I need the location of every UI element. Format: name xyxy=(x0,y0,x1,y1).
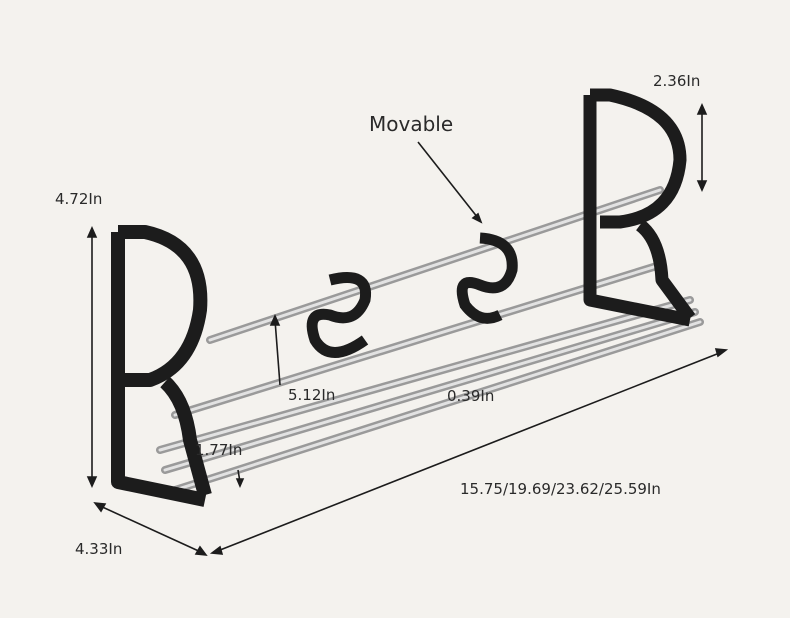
rods xyxy=(156,186,704,494)
movable-label: Movable xyxy=(369,112,454,136)
right-bracket xyxy=(583,88,696,327)
length-options-label: 15.75/19.69/23.62/25.59In xyxy=(460,480,661,498)
side-height-label: 4.72In xyxy=(55,190,103,208)
depth-label: 4.33In xyxy=(75,540,123,558)
s-hooks xyxy=(306,232,518,358)
rail-height-label: 1.77In xyxy=(195,441,243,459)
rod-diameter-label: 0.39In xyxy=(447,387,495,405)
dimension-lines xyxy=(86,103,729,556)
left-bracket xyxy=(111,225,212,507)
rod-gap-label: 5.12In xyxy=(288,386,336,404)
hook-height-label: 2.36In xyxy=(653,72,701,90)
